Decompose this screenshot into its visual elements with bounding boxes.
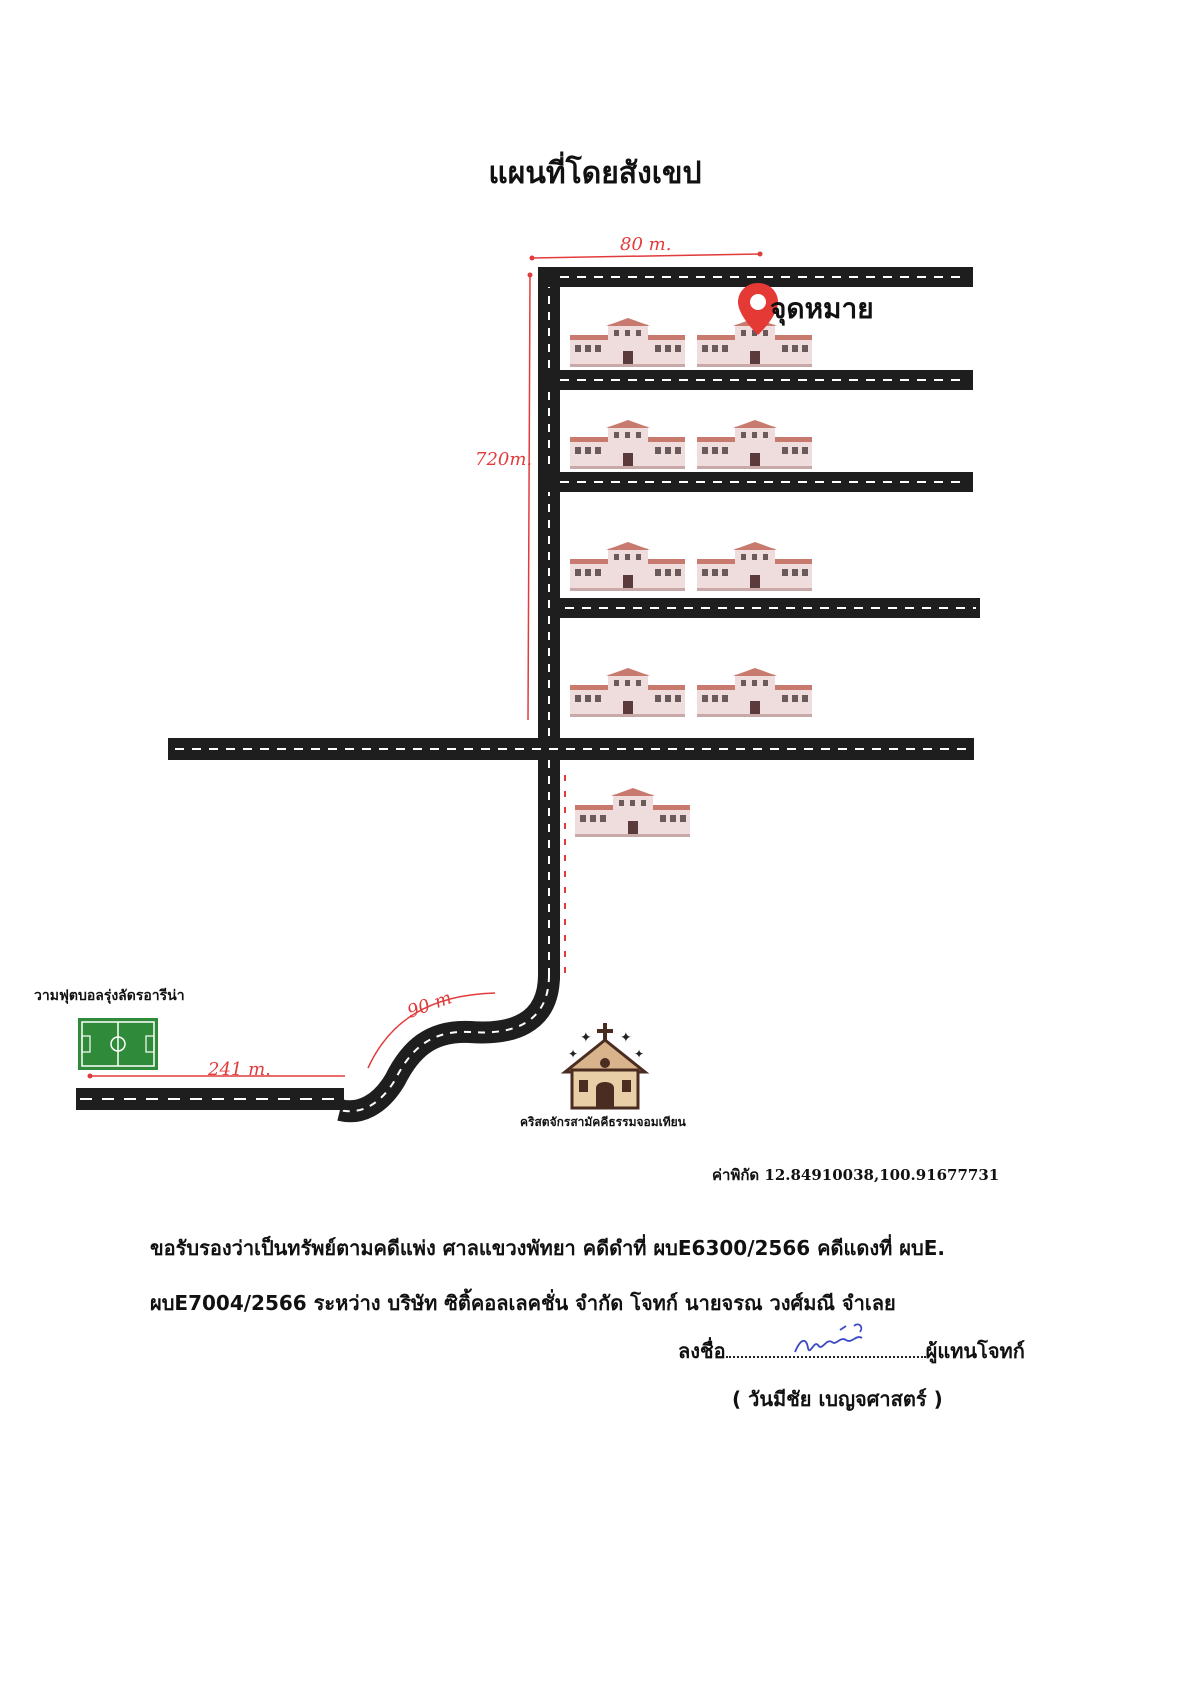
measure-curve-label: 90 m [405,987,455,1022]
destination-label: จุดหมาย [770,292,874,325]
stadium-label: วามฟุตบอลรุ่งลัดรอารีน่า [34,988,185,1004]
sign-prefix: ลงชื่อ [678,1339,726,1363]
certification-line-2: ผบE7004/2566 ระหว่าง บริษัท ซิติ้คอลเลคช… [150,1291,896,1315]
sign-suffix: ผู้แทนโจทก์ [925,1339,1025,1363]
road-network [76,267,980,1123]
church-label: คริสตจักรสามัคคีธรรมจอมเทียน [520,1115,686,1129]
building-icon [697,542,812,591]
measure-bottom-label: 241 m. [207,1059,271,1080]
certification-line-1: ขอรับรองว่าเป็นทรัพย์ตามคดีแพ่ง ศาลแขวงพ… [150,1236,945,1260]
map-title: แผนที่โดยสังเขป [488,156,702,191]
measure-vertical-label: 720m. [475,449,532,470]
building-icon [570,420,685,469]
measurement-lines [87,251,763,1079]
church-icon: ✦ ✦ ✦ ✦ [560,1023,650,1110]
building-icon [570,318,685,367]
road-h4 [555,598,980,618]
signature-line [725,1338,926,1358]
building-icon [570,668,685,717]
building-icon [575,788,690,837]
svg-text:✦: ✦ [568,1047,578,1061]
svg-text:✦: ✦ [634,1047,644,1061]
destination-pin-icon [738,283,778,335]
building-icon [697,668,812,717]
building-icon [697,420,812,469]
svg-text:✦: ✦ [620,1030,632,1046]
football-field-icon [78,1018,158,1070]
coordinates: ค่าพิกัด 12.84910038,100.91677731 [712,1166,1000,1184]
building-icon [570,542,685,591]
signature-row: ลงชื่อ ผู้แทนโจทก์ [678,1335,1025,1367]
svg-text:✦: ✦ [580,1030,592,1046]
signer-name: ( วันมีชัย เบญจศาสตร์ ) [732,1387,943,1411]
measure-top-label: 80 m. [620,234,671,255]
road-bottom [76,1088,344,1110]
signature-handwritten [794,1323,863,1353]
